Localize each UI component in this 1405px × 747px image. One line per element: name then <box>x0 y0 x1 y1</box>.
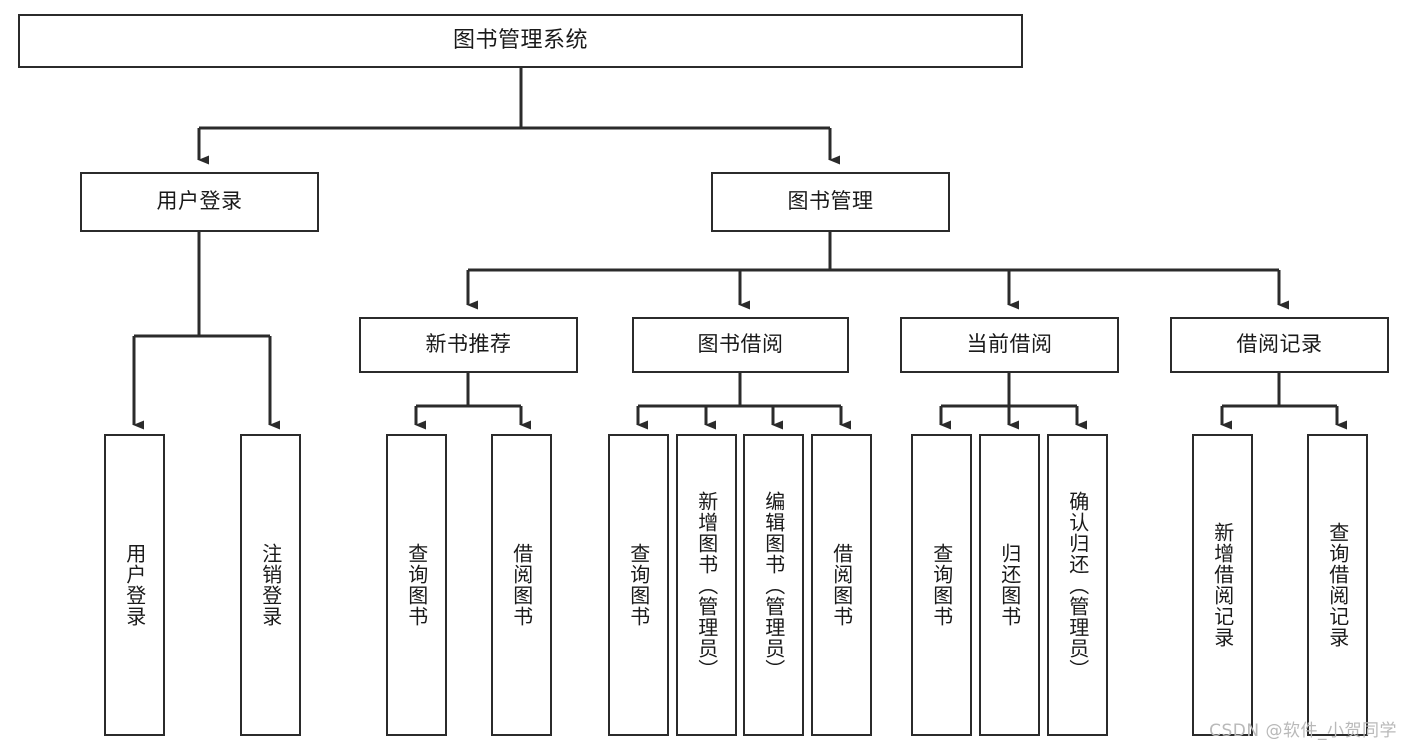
node-label: 归还图书 <box>997 543 1022 627</box>
node-label: 新书推荐 <box>425 332 512 357</box>
node-label: 编辑图书（管理员） <box>761 490 786 680</box>
node-book-management[interactable]: 图书管理 <box>711 172 950 232</box>
node-label: 新增图书（管理员） <box>694 490 719 680</box>
node-label: 查询图书 <box>626 543 651 627</box>
leaf-borrow-book-new-recommend[interactable]: 借阅图书 <box>491 434 552 736</box>
node-root-library-management-system[interactable]: 图书管理系统 <box>18 14 1023 68</box>
node-label: 借阅记录 <box>1236 332 1323 357</box>
node-label: 新增借阅记录 <box>1210 522 1235 648</box>
leaf-user-login[interactable]: 用户登录 <box>104 434 165 736</box>
node-label: 查询图书 <box>929 543 954 627</box>
node-label: 查询借阅记录 <box>1325 522 1350 648</box>
node-label: 用户登录 <box>156 189 243 214</box>
leaf-edit-book-admin[interactable]: 编辑图书（管理员） <box>743 434 804 736</box>
node-label: 借阅图书 <box>509 543 534 627</box>
node-current-borrow[interactable]: 当前借阅 <box>900 317 1119 373</box>
node-label: 注销登录 <box>258 543 283 627</box>
node-label: 图书管理 <box>787 189 874 214</box>
leaf-add-borrow-record[interactable]: 新增借阅记录 <box>1192 434 1253 736</box>
leaf-query-borrow-record[interactable]: 查询借阅记录 <box>1307 434 1368 736</box>
leaf-logout-login[interactable]: 注销登录 <box>240 434 301 736</box>
leaf-confirm-return-admin[interactable]: 确认归还（管理员） <box>1047 434 1108 736</box>
leaf-borrow-book[interactable]: 借阅图书 <box>811 434 872 736</box>
node-borrow-record[interactable]: 借阅记录 <box>1170 317 1389 373</box>
leaf-query-book-current[interactable]: 查询图书 <box>911 434 972 736</box>
node-label: 图书借阅 <box>697 332 784 357</box>
leaf-query-book-new-recommend[interactable]: 查询图书 <box>386 434 447 736</box>
node-user-login[interactable]: 用户登录 <box>80 172 319 232</box>
leaf-return-book[interactable]: 归还图书 <box>979 434 1040 736</box>
leaf-query-book-borrow[interactable]: 查询图书 <box>608 434 669 736</box>
leaf-add-book-admin[interactable]: 新增图书（管理员） <box>676 434 737 736</box>
node-label: 用户登录 <box>122 543 147 627</box>
node-label: 确认归还（管理员） <box>1065 490 1090 680</box>
node-book-borrow[interactable]: 图书借阅 <box>632 317 849 373</box>
node-label: 查询图书 <box>404 543 429 627</box>
node-label: 借阅图书 <box>829 543 854 627</box>
node-new-book-recommend[interactable]: 新书推荐 <box>359 317 578 373</box>
node-label: 图书管理系统 <box>452 27 588 53</box>
node-label: 当前借阅 <box>966 332 1053 357</box>
